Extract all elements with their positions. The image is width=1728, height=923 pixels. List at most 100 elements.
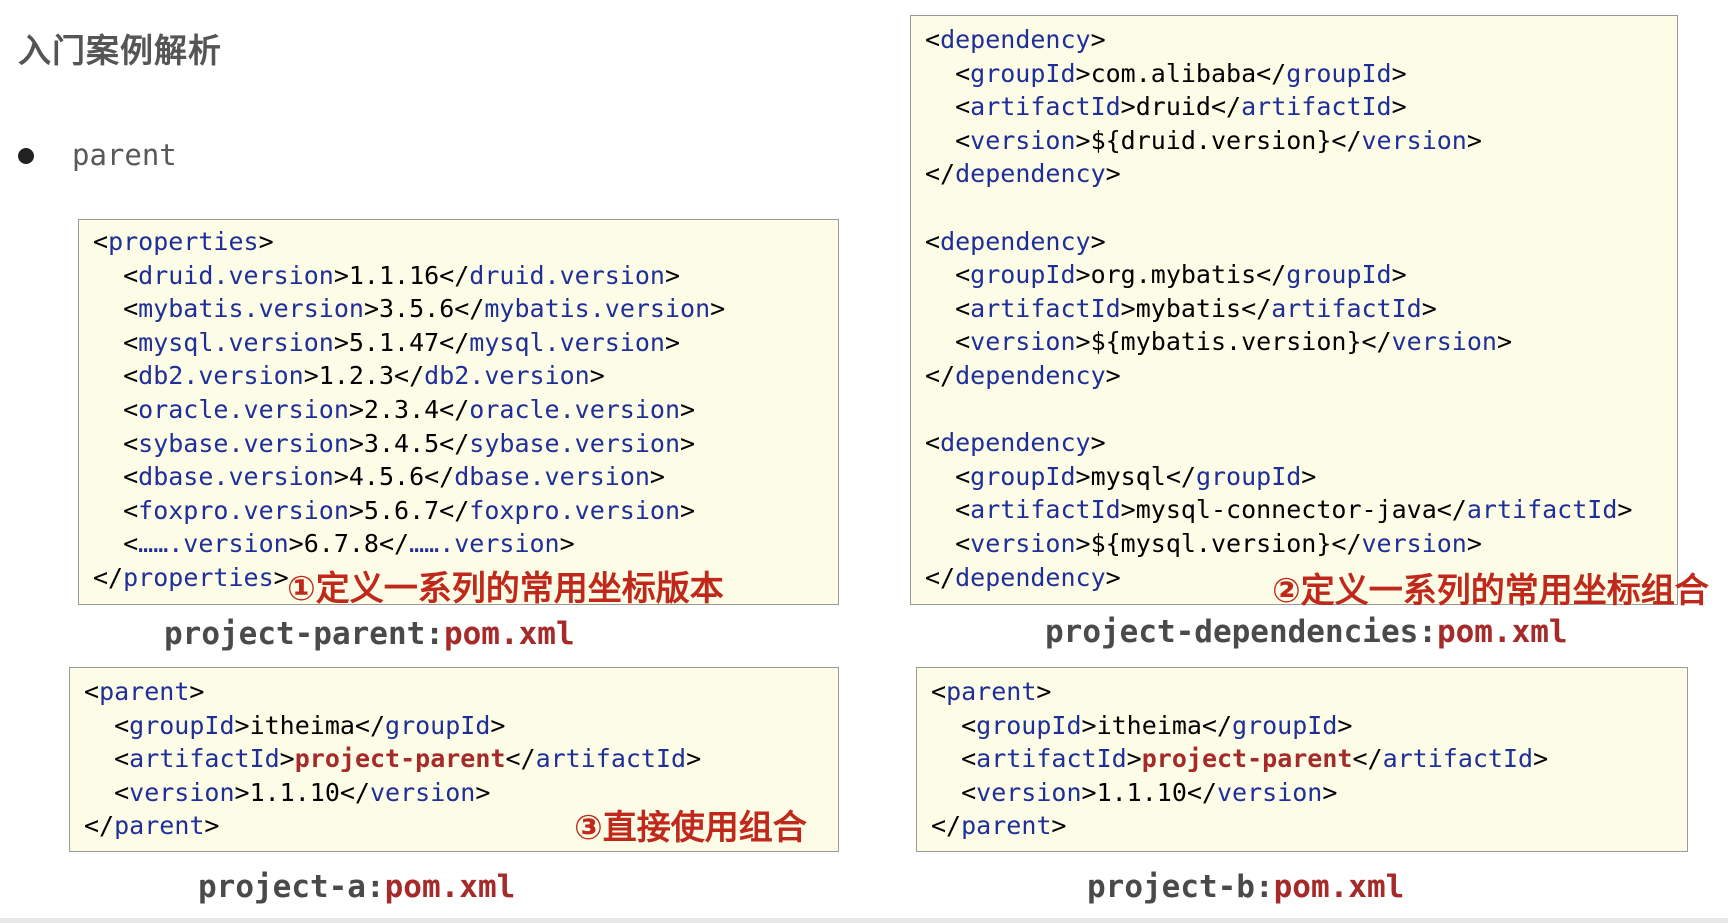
code-text: >${mysql.version}</	[1075, 528, 1362, 558]
dependencies-pom-code-box	[910, 15, 1678, 605]
code-text: >6.7.8</	[288, 529, 410, 559]
xml-tag-name: artifactId	[1271, 293, 1422, 323]
code-text: >	[475, 777, 491, 807]
code-line: <version>${mysql.version}</version>	[925, 527, 1632, 561]
code-text: >	[1421, 293, 1437, 323]
xml-tag-name: version	[1361, 125, 1467, 155]
xml-tag-name: foxpro.version	[469, 495, 681, 525]
xml-tag-name: mybatis.version	[138, 294, 364, 324]
code-line: <parent>	[931, 675, 1548, 709]
code-text: <	[925, 461, 971, 491]
code-text: >	[273, 562, 289, 592]
code-line: <groupId>org.mybatis</groupId>	[925, 258, 1632, 292]
code-text: >2.3.4</	[348, 394, 470, 424]
code-text: >${druid.version}</	[1075, 125, 1362, 155]
xml-tag-name: version	[369, 777, 476, 807]
code-text: >	[189, 677, 205, 706]
code-text: </	[1352, 744, 1383, 774]
project-a-pom-code: <parent> <groupId>itheima</groupId> <art…	[84, 675, 701, 843]
code-line: <dependency>	[925, 225, 1632, 259]
code-text: >4.5.6</	[333, 462, 455, 492]
xml-tag-name: properties	[108, 227, 259, 256]
code-text: >	[1391, 92, 1407, 122]
xml-tag-name: artifactId	[970, 495, 1121, 525]
code-text: >druid</	[1120, 92, 1242, 122]
code-line: <groupId>mysql</groupId>	[925, 460, 1632, 494]
code-line: <groupId>itheima</groupId>	[84, 709, 701, 743]
project-b-pom-caption: project-b:pom.xml	[1087, 869, 1404, 905]
code-text: >	[1533, 744, 1549, 774]
code-text: >	[1051, 811, 1067, 841]
code-line: </dependency>	[925, 359, 1632, 393]
caption-project-name: project-dependencies:	[1045, 614, 1437, 650]
highlighted-value: project-parent	[1141, 744, 1353, 774]
code-line: <groupId>itheima</groupId>	[931, 709, 1548, 743]
xml-tag-name: parent	[99, 677, 190, 706]
code-text: <	[93, 495, 139, 525]
xml-tag-name: foxpro.version	[138, 495, 349, 525]
xml-tag-name: parent	[114, 811, 205, 841]
xml-tag-name: artifactId	[1466, 495, 1618, 525]
xml-tag-name: artifactId	[535, 744, 687, 774]
code-text: <	[93, 361, 139, 391]
xml-tag-name: groupId	[1286, 260, 1392, 290]
code-text: >	[680, 495, 696, 525]
code-text: >com.alibaba</	[1075, 58, 1287, 88]
code-text: >5.1.47</	[333, 327, 470, 357]
code-text: >	[279, 744, 295, 774]
code-text: <	[925, 125, 971, 155]
project-a-pom-caption: project-a:pom.xml	[198, 869, 515, 905]
xml-tag-name: groupId	[1195, 461, 1302, 491]
code-text: >	[490, 710, 506, 740]
code-text: >	[710, 294, 726, 324]
code-text: >1.1.10</	[1081, 777, 1217, 807]
code-text: >	[1126, 744, 1142, 774]
code-line: </dependency>	[925, 561, 1632, 595]
bullet-dot	[18, 148, 34, 164]
code-text: >	[258, 227, 274, 256]
xml-tag-name: db2.version	[424, 361, 590, 391]
code-text: >	[1036, 677, 1052, 706]
xml-tag-name: sybase.version	[138, 428, 349, 458]
dependencies-pom-code: <dependency> <groupId>com.alibaba</group…	[925, 23, 1632, 594]
code-line: <foxpro.version>5.6.7</foxpro.version>	[93, 494, 725, 528]
code-text: >	[1105, 562, 1121, 592]
caption-project-name: project-b:	[1087, 869, 1274, 905]
xml-tag-name: sybase.version	[469, 428, 681, 458]
code-text: >	[686, 744, 702, 774]
code-line: <artifactId>project-parent</artifactId>	[84, 742, 701, 776]
code-line: <version>1.1.10</version>	[931, 776, 1548, 810]
code-text: >3.4.5</	[348, 428, 470, 458]
code-text: >	[559, 529, 575, 559]
code-text: <	[931, 744, 977, 774]
xml-tag-name: parent	[961, 811, 1052, 841]
code-text: <	[84, 710, 130, 740]
code-text: >	[1617, 495, 1633, 525]
code-text: >	[1301, 461, 1317, 491]
code-text: >itheima</	[234, 710, 386, 740]
xml-tag-name: version	[1216, 777, 1323, 807]
code-text: >	[664, 327, 681, 357]
code-text: >	[204, 811, 220, 841]
code-text: >	[1337, 710, 1353, 740]
xml-tag-name: version	[129, 777, 235, 807]
xml-tag-name: dependency	[940, 428, 1091, 458]
xml-tag-name: mybatis.version	[484, 294, 711, 324]
code-text: </	[925, 159, 956, 189]
code-text: >3.5.6</	[363, 294, 485, 324]
code-text: >	[1466, 125, 1482, 155]
xml-tag-name: groupId	[385, 710, 491, 740]
xml-tag-name: artifactId	[1382, 744, 1534, 774]
parent-pom-code-box	[78, 219, 839, 605]
code-text: <	[93, 462, 139, 492]
code-text: <	[925, 293, 971, 323]
xml-tag-name: dependency	[940, 25, 1091, 54]
code-line: <artifactId>druid</artifactId>	[925, 90, 1632, 124]
code-text: <	[925, 260, 971, 290]
code-text: </	[925, 360, 956, 390]
xml-tag-name: dependency	[955, 159, 1106, 189]
xml-tag-name: groupId	[129, 710, 235, 740]
xml-tag-name: groupId	[1286, 58, 1392, 88]
code-text: >mysql</	[1075, 461, 1196, 491]
code-text: <	[84, 744, 130, 774]
